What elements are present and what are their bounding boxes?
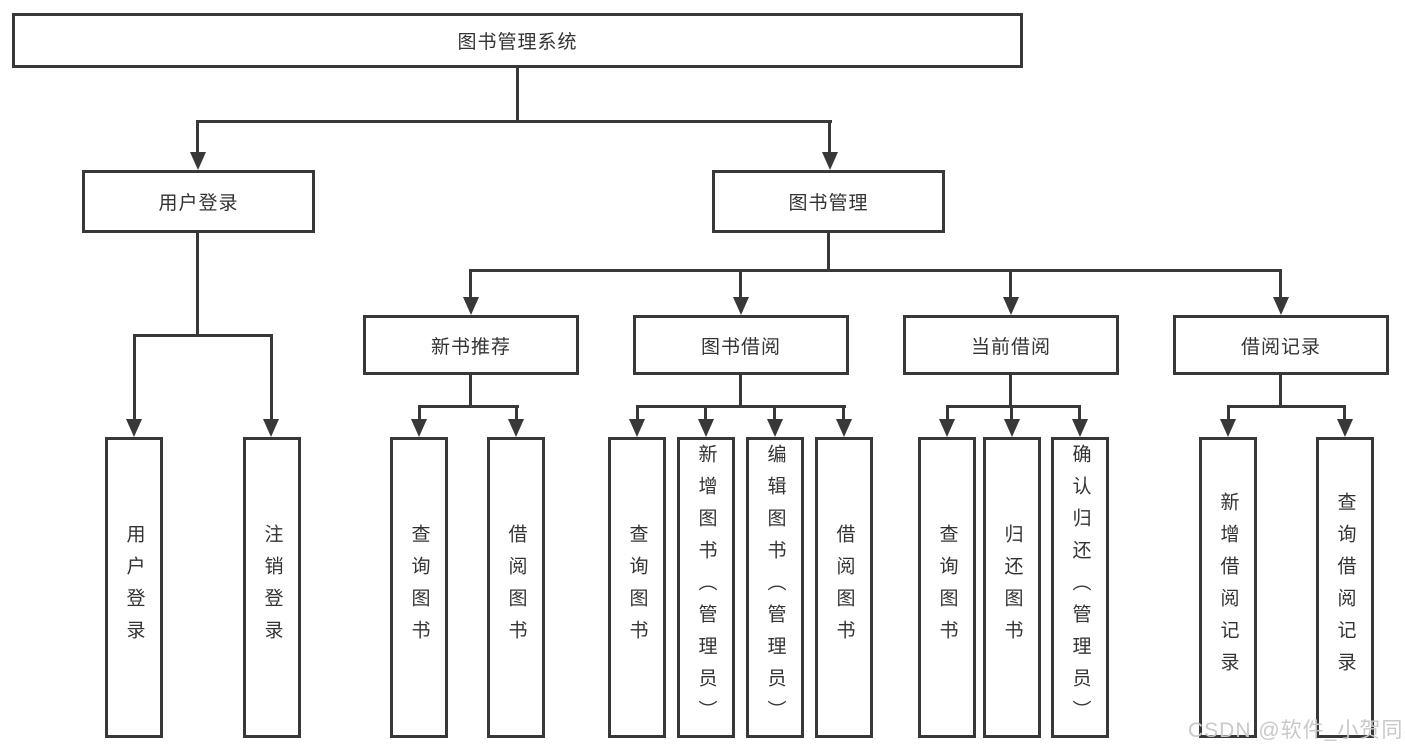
node-br-add-record: 新增借阅记录 — [1199, 437, 1257, 738]
line — [418, 405, 519, 408]
arrow-down-icon — [698, 419, 714, 437]
line — [196, 233, 199, 336]
node-cb-confirm-return-admin-label: 确认归还（管理员） — [1069, 443, 1091, 732]
node-nb-query-books: 查询图书 — [390, 437, 448, 738]
node-nb-query-books-label: 查询图书 — [408, 523, 430, 652]
node-current-borrowing-label: 当前借阅 — [970, 336, 1051, 358]
node-bb-borrow-books-label: 借阅图书 — [833, 523, 855, 652]
arrow-down-icon — [463, 297, 479, 315]
line — [469, 269, 472, 297]
node-current-borrowing: 当前借阅 — [903, 315, 1119, 375]
arrow-down-icon — [263, 419, 279, 437]
line — [739, 375, 742, 407]
node-new-book-recommend: 新书推荐 — [363, 315, 579, 375]
node-cb-confirm-return-admin: 确认归还（管理员） — [1051, 437, 1109, 738]
node-book-management-label: 图书管理 — [788, 193, 869, 214]
node-cb-return-books-label: 归还图书 — [1001, 523, 1023, 652]
line — [196, 120, 199, 152]
line — [1227, 405, 1230, 419]
arrow-down-icon — [1072, 419, 1088, 437]
arrow-down-icon — [629, 419, 645, 437]
node-borrow-records-label: 借阅记录 — [1240, 336, 1321, 358]
arrow-down-icon — [767, 419, 783, 437]
node-nb-borrow-books: 借阅图书 — [487, 437, 545, 738]
arrow-down-icon — [1273, 297, 1289, 315]
node-cb-query-books: 查询图书 — [918, 437, 976, 738]
line — [1227, 405, 1346, 408]
node-br-query-record-label: 查询借阅记录 — [1334, 491, 1356, 684]
arrow-down-icon — [1220, 419, 1236, 437]
line — [133, 334, 273, 337]
node-bb-edit-books-admin-label: 编辑图书（管理员） — [764, 443, 786, 732]
node-user-login-group-label: 用户登录 — [158, 193, 239, 214]
node-bb-query-books: 查询图书 — [608, 437, 666, 738]
node-book-management: 图书管理 — [712, 170, 945, 233]
line — [636, 405, 846, 408]
arrow-down-icon — [1003, 297, 1019, 315]
arrow-down-icon — [1337, 419, 1353, 437]
arrow-down-icon — [822, 152, 838, 170]
line — [1279, 375, 1282, 407]
line — [516, 68, 519, 121]
line — [1078, 405, 1081, 419]
node-br-query-record: 查询借阅记录 — [1316, 437, 1374, 738]
node-book-borrowing: 图书借阅 — [633, 315, 849, 375]
csdn-watermark: CSDN @软件_小贺同学 — [1188, 719, 1405, 742]
node-library-system: 图书管理系统 — [12, 13, 1023, 68]
node-borrow-records: 借阅记录 — [1173, 315, 1389, 375]
node-bb-edit-books-admin: 编辑图书（管理员） — [746, 437, 804, 738]
arrow-down-icon — [836, 419, 852, 437]
line — [773, 405, 776, 419]
line — [1009, 375, 1012, 407]
node-nb-borrow-books-label: 借阅图书 — [505, 523, 527, 652]
arrow-down-icon — [939, 419, 955, 437]
line — [946, 405, 1081, 408]
line — [1009, 269, 1012, 297]
node-cb-query-books-label: 查询图书 — [936, 523, 958, 652]
node-logout-label: 注销登录 — [261, 523, 283, 652]
line — [469, 375, 472, 407]
line — [1010, 405, 1013, 419]
node-user-login: 用户登录 — [105, 437, 163, 738]
node-user-login-label: 用户登录 — [123, 523, 145, 652]
line — [842, 405, 845, 419]
arrow-down-icon — [126, 419, 142, 437]
node-user-login-group: 用户登录 — [82, 170, 315, 233]
node-br-add-record-label: 新增借阅记录 — [1217, 491, 1239, 684]
node-library-system-label: 图书管理系统 — [457, 32, 578, 53]
arrow-down-icon — [190, 152, 206, 170]
node-cb-return-books: 归还图书 — [983, 437, 1041, 738]
line — [133, 334, 136, 419]
node-new-book-recommend-label: 新书推荐 — [430, 336, 511, 358]
arrow-down-icon — [508, 419, 524, 437]
node-bb-add-books-admin-label: 新增图书（管理员） — [695, 443, 717, 732]
line — [704, 405, 707, 419]
line — [515, 405, 518, 419]
line — [828, 120, 831, 152]
line — [739, 269, 742, 297]
line — [270, 334, 273, 419]
arrow-down-icon — [1004, 419, 1020, 437]
line — [1343, 405, 1346, 419]
line — [1279, 269, 1282, 297]
node-bb-query-books-label: 查询图书 — [626, 523, 648, 652]
node-bb-add-books-admin: 新增图书（管理员） — [677, 437, 735, 738]
line — [469, 269, 1282, 272]
line — [827, 233, 830, 271]
arrow-down-icon — [411, 419, 427, 437]
line — [196, 120, 832, 123]
line — [418, 405, 421, 419]
node-bb-borrow-books: 借阅图书 — [815, 437, 873, 738]
line — [946, 405, 949, 419]
line — [636, 405, 639, 419]
node-logout: 注销登录 — [243, 437, 301, 738]
node-book-borrowing-label: 图书借阅 — [700, 336, 781, 358]
arrow-down-icon — [733, 297, 749, 315]
